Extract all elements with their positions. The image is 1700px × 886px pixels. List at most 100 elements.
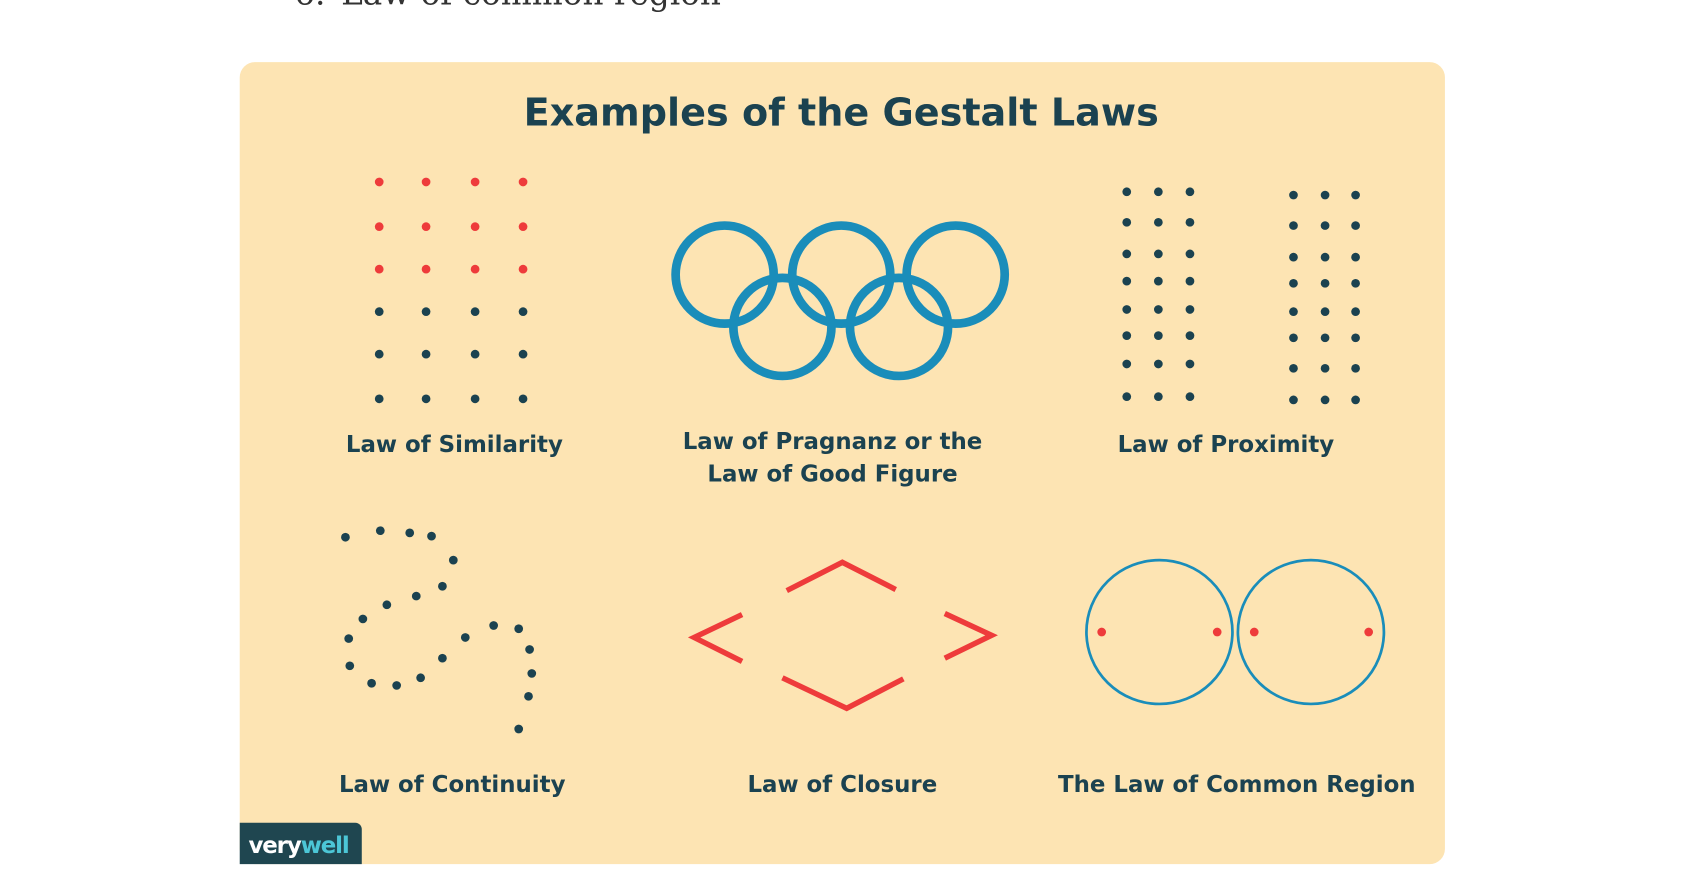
dot (1249, 627, 1259, 637)
dot (514, 724, 524, 734)
dot (1122, 187, 1132, 197)
dot (438, 581, 447, 591)
dot (416, 673, 425, 683)
region-circle (1085, 558, 1234, 706)
ring (845, 273, 953, 381)
dot (518, 307, 528, 317)
dot (518, 349, 528, 359)
dot (1185, 276, 1195, 286)
dot (1289, 252, 1298, 262)
dot (1320, 307, 1330, 317)
dot (525, 645, 534, 654)
dot (470, 222, 480, 232)
dot (527, 669, 537, 678)
dot (448, 555, 458, 565)
dot (1185, 187, 1195, 197)
caption-proximity: Law of Proximity (1118, 432, 1335, 458)
dot (518, 177, 528, 187)
dot (1289, 278, 1298, 288)
dot (518, 264, 528, 274)
list-item-text: Law of common region (341, 0, 721, 12)
dot (1320, 278, 1330, 288)
region-circle (1236, 558, 1386, 706)
ring (729, 273, 836, 381)
dot (1122, 359, 1132, 369)
dot (1212, 627, 1222, 637)
list-item-number: 6. (294, 0, 325, 12)
dot (421, 307, 431, 317)
dot (392, 681, 402, 690)
dot (1185, 249, 1195, 259)
dot (524, 691, 533, 701)
dot (345, 661, 355, 671)
caption-similarity: Law of Similarity (346, 432, 563, 458)
dot (1351, 395, 1360, 405)
dot (421, 177, 431, 187)
dot (1289, 307, 1298, 317)
dot (1153, 392, 1163, 402)
caption-common-region: The Law of Common Region (1058, 772, 1416, 798)
dot (374, 307, 384, 317)
dot (1289, 395, 1298, 405)
figure-background (239, 62, 1445, 865)
closure-segment (687, 612, 744, 664)
dot (1364, 627, 1374, 637)
dot (405, 528, 415, 538)
dot (1153, 249, 1163, 259)
dot (358, 614, 368, 624)
dot (1185, 392, 1195, 402)
caption-closure: Law of Closure (747, 772, 937, 798)
dot (1185, 217, 1195, 227)
dot (1320, 190, 1330, 200)
dot (1153, 359, 1163, 369)
proximity-dots (1122, 187, 1360, 405)
dot (374, 394, 384, 404)
dot (1351, 221, 1360, 230)
dot (1153, 187, 1163, 197)
dot (1153, 217, 1163, 227)
dot (1351, 333, 1360, 343)
common-region-shape (1085, 558, 1386, 706)
dot (374, 349, 384, 359)
dot (1289, 363, 1298, 373)
caption-continuity: Law of Continuity (339, 772, 566, 798)
dot (421, 394, 431, 404)
dot (421, 222, 431, 232)
dot (1122, 305, 1132, 314)
dot (1320, 221, 1330, 230)
dot (470, 177, 480, 187)
dot (1185, 359, 1195, 369)
figure-title: Examples of the Gestalt Laws (524, 90, 1159, 134)
similarity-dots (374, 177, 528, 404)
dot (367, 678, 376, 688)
dot (1289, 333, 1298, 343)
closure-segment (943, 611, 998, 661)
dot (518, 394, 528, 404)
dot (1320, 333, 1330, 343)
pragnanz-rings (671, 221, 1010, 381)
dot (1153, 331, 1163, 340)
dot (460, 633, 470, 642)
dot (438, 653, 447, 663)
dot (1351, 278, 1360, 288)
dot (1153, 276, 1163, 286)
verywell-logo: verywell (239, 822, 362, 865)
dot (411, 591, 421, 601)
dot (470, 264, 480, 274)
dot (421, 349, 431, 359)
dot (1351, 190, 1360, 200)
dot (1122, 249, 1132, 259)
dot (470, 307, 480, 317)
dot (514, 624, 524, 634)
gestalt-figure: Examples of the Gestalt Laws Law of Simi… (239, 62, 1445, 865)
continuity-dots (341, 526, 537, 734)
dot (1351, 307, 1360, 317)
dot (1351, 363, 1360, 373)
dot (1320, 363, 1330, 373)
dot (421, 264, 431, 274)
dot (489, 621, 498, 630)
dot (1185, 331, 1195, 340)
logo-well: well (301, 833, 349, 859)
dot (1122, 276, 1132, 286)
